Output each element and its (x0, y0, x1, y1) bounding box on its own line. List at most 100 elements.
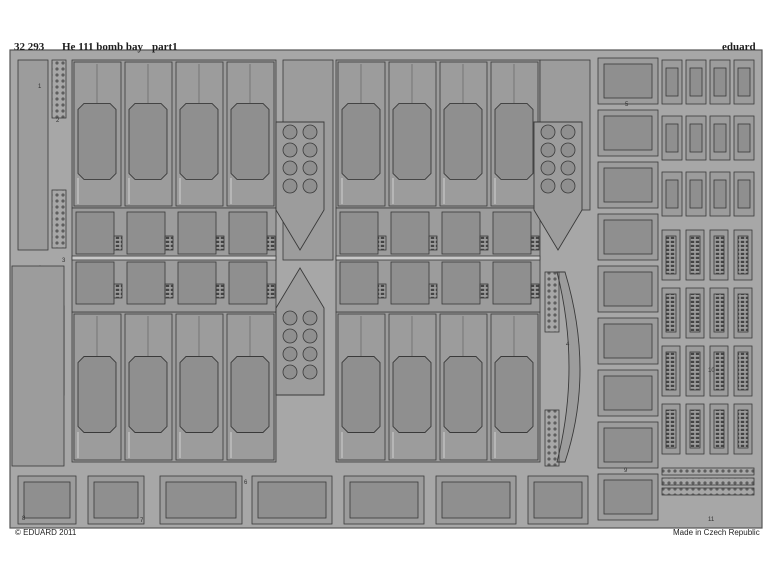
right-curved-strip (556, 271, 581, 463)
middle-left-strip-bay-panel (228, 261, 268, 305)
clip-part-slot (689, 179, 703, 209)
bracket-part-vent (665, 293, 677, 333)
bomb-rack-lower-mid-hole (282, 346, 298, 362)
part-number-2: 2 (56, 118, 60, 124)
small-frame-window (603, 427, 653, 463)
bomb-rack-upper-left-hole (282, 142, 298, 158)
middle-right-strip-vent-grid (377, 235, 387, 251)
bracket-part-vent (737, 351, 749, 391)
left-perforated-strip (51, 59, 67, 119)
bomb-rack-upper-right-hole (540, 142, 556, 158)
bomb-rack-upper-right-hole (560, 142, 576, 158)
bracket-part-vent (689, 351, 701, 391)
bracket-part-vent (665, 235, 677, 275)
lower-left-bay-door-window (77, 356, 117, 433)
left-long-frame (17, 59, 49, 251)
part-number-3: 3 (62, 258, 66, 264)
middle-right-strip-bay-panel (339, 211, 379, 255)
copyright-text: © EDUARD 2011 (15, 528, 77, 537)
bomb-rack-lower-mid-hole (282, 364, 298, 380)
sheet-part: part1 (152, 41, 178, 53)
upper-left-bay-door-window (128, 102, 168, 180)
brand-logo-text: eduard (722, 41, 756, 53)
bottom-frame-window (349, 481, 419, 519)
middle-left-strip-vent-grid (215, 235, 225, 251)
middle-right-strip-vent-grid (428, 235, 438, 251)
middle-left-strip-bay-panel (228, 211, 268, 255)
small-frame-window (603, 167, 653, 203)
bottom-frame-window (23, 481, 71, 519)
bottom-frame-window (441, 481, 511, 519)
bomb-rack-upper-right-hole (540, 124, 556, 140)
right-perforated-strip (544, 409, 560, 467)
bottom-frame-window (165, 481, 237, 519)
middle-left-strip-vent-grid (164, 283, 174, 299)
lower-left-bay-door-window (230, 356, 270, 433)
middle-left-strip-vent-grid (266, 283, 276, 299)
bomb-rack-upper-left-hole (302, 142, 318, 158)
upper-right-bay-door-window (494, 102, 534, 180)
middle-right-strip-bay-panel (390, 261, 430, 305)
small-frame-window (603, 115, 653, 151)
small-frame-window (603, 63, 653, 99)
middle-right-strip-vent-grid (530, 235, 540, 251)
part-number-8: 8 (22, 516, 26, 522)
bracket-part-vent (713, 351, 725, 391)
bomb-rack-lower-mid (275, 267, 325, 396)
bomb-rack-upper-left-hole (282, 178, 298, 194)
small-frame-window (603, 375, 653, 411)
middle-right-strip-vent-grid (377, 283, 387, 299)
middle-right-strip-bay-panel (492, 261, 532, 305)
bracket-part-vent (689, 235, 701, 275)
bomb-rack-lower-mid-hole (302, 346, 318, 362)
lower-right-bay-door-window (392, 356, 432, 433)
rivet-strip (661, 487, 755, 496)
lower-right-bay-door-window (341, 356, 381, 433)
bomb-rack-upper-left-hole (302, 178, 318, 194)
bomb-rack-upper-right-hole (540, 178, 556, 194)
middle-right-strip-bay-panel (441, 211, 481, 255)
middle-left-strip-bay-panel (177, 211, 217, 255)
clip-part-slot (665, 179, 679, 209)
small-frame-window (603, 271, 653, 307)
upper-right-bay-door-window (392, 102, 432, 180)
upper-right-bay-door-window (341, 102, 381, 180)
middle-left-strip-bay-panel (126, 261, 166, 305)
middle-right-strip-bay-panel (339, 261, 379, 305)
bomb-rack-upper-right-hole (540, 160, 556, 176)
middle-right-strip-vent-grid (530, 283, 540, 299)
sheet-code: 32 293 (14, 41, 45, 53)
middle-left-strip-bay-panel (75, 261, 115, 305)
watermark-text: ONCE MODEL (235, 538, 469, 571)
sheet-title: He 111 bomb bay (62, 41, 143, 53)
bomb-rack-upper-right-hole (560, 178, 576, 194)
clip-part-slot (737, 179, 751, 209)
part-number-4: 4 (566, 342, 570, 348)
middle-right-strip-rail (335, 255, 541, 261)
bomb-rack-upper-right-hole (560, 124, 576, 140)
bracket-part-vent (713, 293, 725, 333)
middle-left-strip-bay-panel (126, 211, 166, 255)
bomb-rack-lower-mid-hole (302, 364, 318, 380)
small-frame-window (603, 323, 653, 359)
upper-left-bay-door-window (230, 102, 270, 180)
left-lower-long-frame (11, 265, 65, 467)
part-number-5: 5 (625, 102, 629, 108)
clip-part-slot (665, 123, 679, 153)
origin-text: Made in Czech Republic (673, 528, 760, 537)
bomb-rack-lower-mid-hole (282, 328, 298, 344)
middle-right-strip-vent-grid (428, 283, 438, 299)
middle-left-strip-vent-grid (266, 235, 276, 251)
bomb-rack-upper-left-hole (282, 160, 298, 176)
lower-right-bay-door-window (443, 356, 483, 433)
clip-part-slot (713, 67, 727, 97)
clip-part-slot (665, 67, 679, 97)
clip-part-slot (737, 123, 751, 153)
middle-right-strip-bay-panel (441, 261, 481, 305)
upper-left-bay-door-window (179, 102, 219, 180)
middle-right-strip-bay-panel (492, 211, 532, 255)
part-number-10: 10 (708, 368, 715, 374)
clip-part-slot (713, 179, 727, 209)
bracket-part-vent (689, 409, 701, 449)
